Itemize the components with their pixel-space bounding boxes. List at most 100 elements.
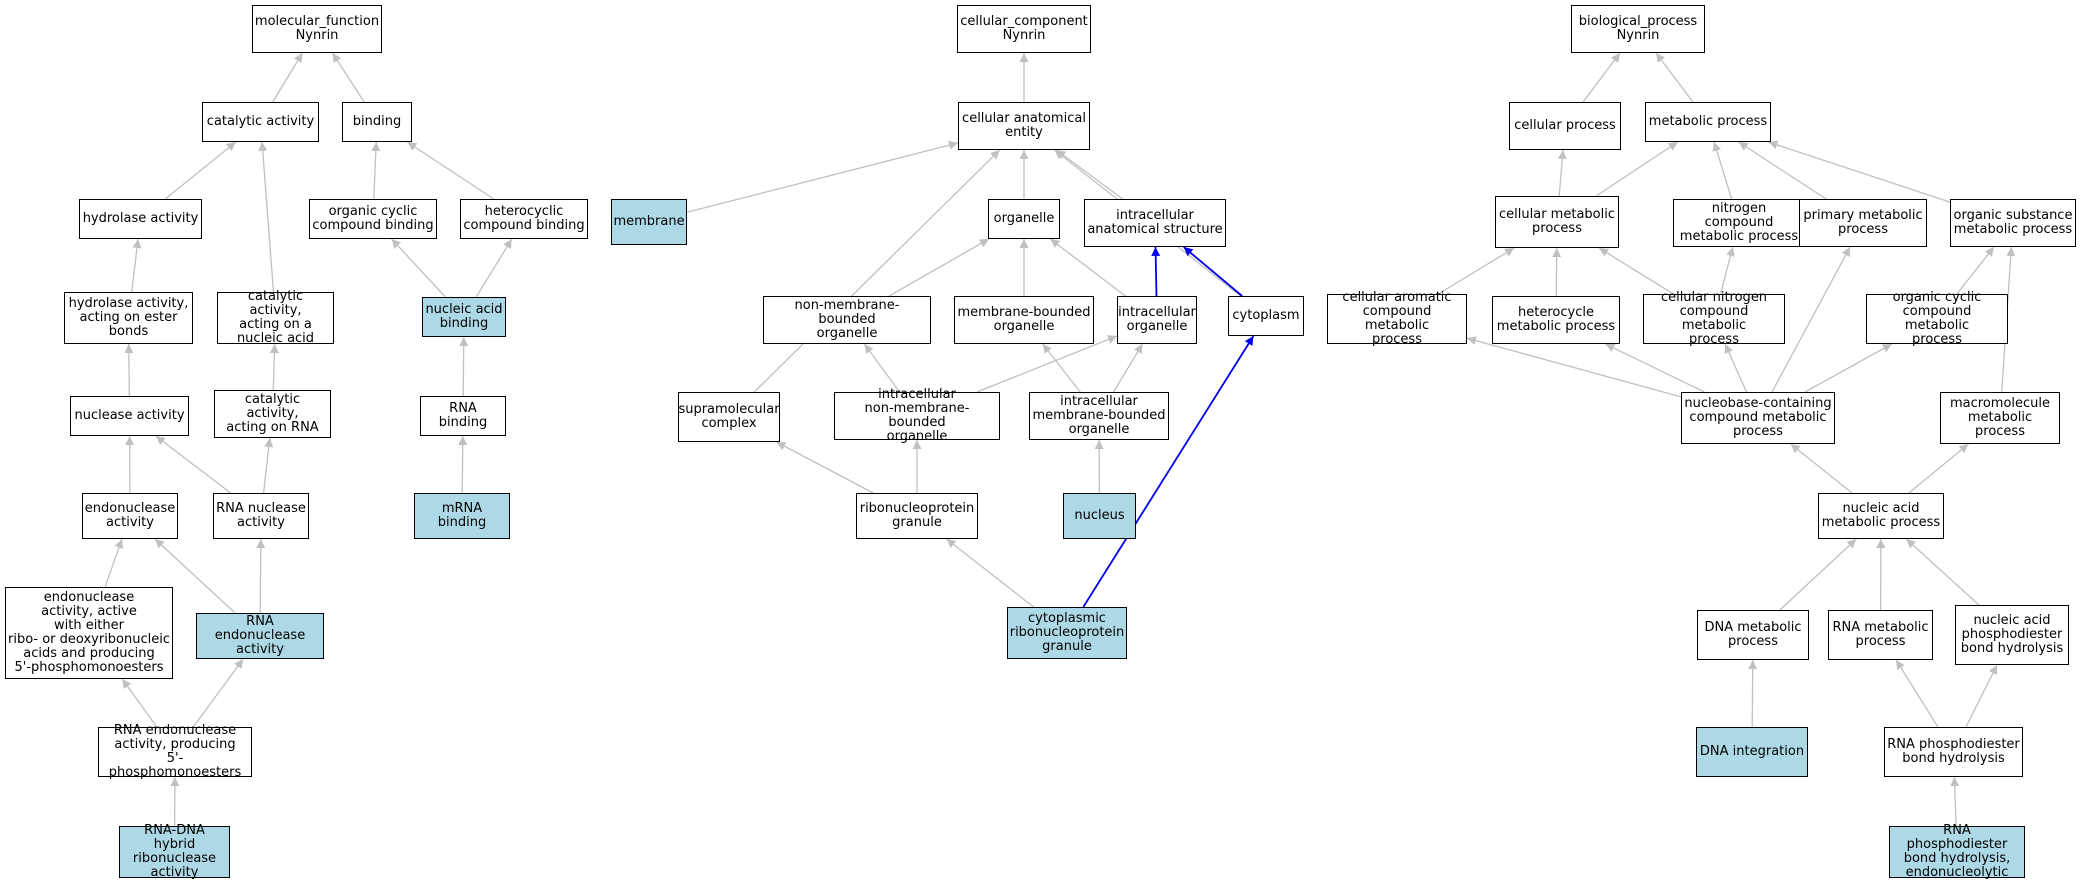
term-node-endo[interactable]: endonuclease activity	[82, 493, 178, 539]
term-node-nbcmp[interactable]: nucleobase-containing compound metabolic…	[1681, 392, 1835, 444]
term-node-mrnab[interactable]: mRNA binding	[414, 493, 510, 539]
edge-inmbo-to-io	[976, 335, 1118, 393]
term-node-endo5[interactable]: endonuclease activity, active with eithe…	[5, 587, 173, 679]
edge-ias-to-cae	[1056, 149, 1123, 200]
edge-bind-to-mf	[331, 52, 365, 103]
term-node-rpbh[interactable]: RNA phosphodiester bond hydrolysis	[1884, 727, 2023, 777]
edge-rnaendo5-to-endo5	[121, 678, 158, 728]
term-node-catrna[interactable]: catalytic activity, acting on RNA	[214, 390, 331, 438]
term-node-mmp[interactable]: macromolecule metabolic process	[1940, 392, 2060, 444]
term-node-rnaendo[interactable]: RNA endonuclease activity	[196, 613, 324, 659]
term-node-hydes[interactable]: hydrolase activity, acting on ester bond…	[64, 292, 193, 344]
edge-rnanuc-to-catrna	[262, 437, 274, 494]
edge-inmbo-to-nmbo	[863, 343, 901, 393]
term-node-io[interactable]: intracellular organelle	[1117, 296, 1197, 344]
term-node-mem[interactable]: membrane	[611, 199, 687, 245]
term-node-dmp[interactable]: DNA metabolic process	[1697, 610, 1809, 660]
edge-cyto-to-ias	[1183, 246, 1243, 297]
edge-cmp-to-mp	[1595, 141, 1679, 197]
edge-osmp-to-mp	[1768, 140, 1951, 203]
term-node-rnab[interactable]: RNA binding	[420, 396, 506, 436]
term-node-nucl[interactable]: nucleus	[1063, 493, 1136, 539]
edge-imbo-to-mbo	[1042, 343, 1081, 393]
edge-nbcmp-to-pmp	[1771, 246, 1851, 393]
term-node-rmp[interactable]: RNA metabolic process	[1828, 610, 1933, 660]
edge-napbh-to-namp	[1905, 538, 1980, 606]
term-node-napbh[interactable]: nucleic acid phosphodiester bond hydroly…	[1955, 605, 2069, 665]
edge-rnaendo-to-rnanuc	[256, 538, 266, 614]
edge-io-to-ias	[1151, 246, 1161, 297]
term-node-org[interactable]: organelle	[988, 199, 1060, 239]
edge-mp-to-bp	[1655, 52, 1694, 103]
term-node-mf[interactable]: molecular_function Nynrin	[252, 5, 382, 53]
term-node-smc[interactable]: supramolecular complex	[678, 392, 780, 442]
term-node-mbo[interactable]: membrane-bounded organelle	[954, 296, 1094, 344]
term-node-bind[interactable]: binding	[342, 102, 412, 142]
edge-namp-to-nbcmp	[1790, 443, 1853, 494]
edge-dint-to-dmp	[1748, 659, 1758, 728]
edge-cat-to-mf	[272, 52, 303, 103]
term-node-nab[interactable]: nucleic acid binding	[422, 297, 506, 337]
term-node-dint[interactable]: DNA integration	[1696, 727, 1808, 777]
term-node-rpbhe[interactable]: RNA phosphodiester bond hydrolysis, endo…	[1889, 824, 2025, 880]
edge-mem-to-cae	[686, 140, 959, 213]
edge-rpbhe-to-rpbh	[1950, 776, 1960, 827]
edge-nbcmp-to-cacmp	[1466, 336, 1682, 398]
term-node-nuc[interactable]: nuclease activity	[70, 396, 189, 436]
edge-crnpg-to-rnpg	[946, 538, 1035, 608]
term-node-catna[interactable]: catalytic activity, acting on a nucleic …	[217, 290, 334, 346]
term-node-osmp[interactable]: organic substance metabolic process	[1950, 199, 2076, 247]
edge-namp-to-mmp	[1908, 443, 1969, 494]
edge-io-to-org	[1049, 238, 1126, 297]
edge-catna-to-cat	[258, 141, 275, 293]
edge-occmp-to-osmp	[1956, 246, 1995, 295]
term-node-pmp[interactable]: primary metabolic process	[1799, 199, 1927, 247]
term-node-bp[interactable]: biological_process Nynrin	[1571, 5, 1705, 53]
term-node-ias[interactable]: intracellular anatomical structure	[1084, 199, 1226, 247]
term-node-imbo[interactable]: intracellular membrane-bounded organelle	[1029, 392, 1169, 440]
edge-rnaendo-to-endo	[154, 538, 236, 614]
term-node-hmp[interactable]: heterocycle metabolic process	[1492, 296, 1620, 344]
edge-rpbh-to-napbh	[1965, 664, 1998, 728]
edge-cncmp-to-cmp	[1598, 247, 1674, 295]
edge-nbcmp-to-cncmp	[1724, 343, 1748, 393]
edge-nab-to-ocb	[391, 238, 446, 298]
edge-rnab-to-nab	[459, 336, 469, 397]
term-node-cp[interactable]: cellular process	[1509, 102, 1621, 150]
edge-rnaendo5-to-rnaendo	[192, 658, 244, 728]
term-node-ncmp[interactable]: nitrogen compound metabolic process	[1673, 199, 1805, 247]
term-node-namp[interactable]: nucleic acid metabolic process	[1818, 493, 1944, 539]
edge-cncmp-to-ncmp	[1719, 246, 1735, 295]
edge-ncmp-to-mp	[1712, 141, 1733, 200]
term-node-rnaendo5[interactable]: RNA endonuclease activity, producing 5'-…	[98, 724, 252, 780]
edge-dmp-to-namp	[1779, 538, 1857, 611]
term-node-nmbo[interactable]: non-membrane-bounded organelle	[763, 296, 931, 344]
edge-mrnab-to-rnab	[458, 435, 468, 494]
term-node-cmp[interactable]: cellular metabolic process	[1495, 196, 1619, 248]
edge-smc-to-cae	[753, 149, 1001, 393]
term-node-hyd[interactable]: hydrolase activity	[79, 199, 202, 239]
term-node-inmbo[interactable]: intracellular non-membrane-bounded organ…	[834, 388, 1000, 444]
edge-imbo-to-io	[1112, 343, 1144, 393]
edge-nuc-to-hydes	[124, 343, 134, 397]
term-node-hcb[interactable]: heterocyclic compound binding	[460, 199, 588, 239]
term-node-crnpg[interactable]: cytoplasmic ribonucleoprotein granule	[1007, 607, 1127, 659]
edge-nab-to-hcb	[475, 238, 513, 298]
term-node-rnadna[interactable]: RNA-DNA hybrid ribonuclease activity	[119, 824, 230, 880]
term-node-cncmp[interactable]: cellular nitrogen compound metabolic pro…	[1643, 291, 1785, 347]
term-node-mp[interactable]: metabolic process	[1645, 102, 1771, 142]
term-node-cc[interactable]: cellular_component Nynrin	[957, 5, 1091, 53]
term-node-rnpg[interactable]: ribonucleoprotein granule	[856, 493, 978, 539]
term-node-ocb[interactable]: organic cyclic compound binding	[309, 199, 437, 239]
term-node-cae[interactable]: cellular anatomical entity	[958, 102, 1090, 150]
term-node-cat[interactable]: catalytic activity	[202, 102, 319, 142]
term-node-cacmp[interactable]: cellular aromatic compound metabolic pro…	[1327, 291, 1467, 347]
edge-nmbo-to-org	[888, 238, 990, 297]
edge-hydes-to-hyd	[131, 238, 142, 293]
term-node-rnanuc[interactable]: RNA nuclease activity	[213, 493, 309, 539]
term-node-cyto[interactable]: cytoplasm	[1228, 296, 1304, 336]
term-node-occmp[interactable]: organic cyclic compound metabolic proces…	[1866, 291, 2008, 347]
edge-rpbh-to-rmp	[1895, 659, 1939, 728]
